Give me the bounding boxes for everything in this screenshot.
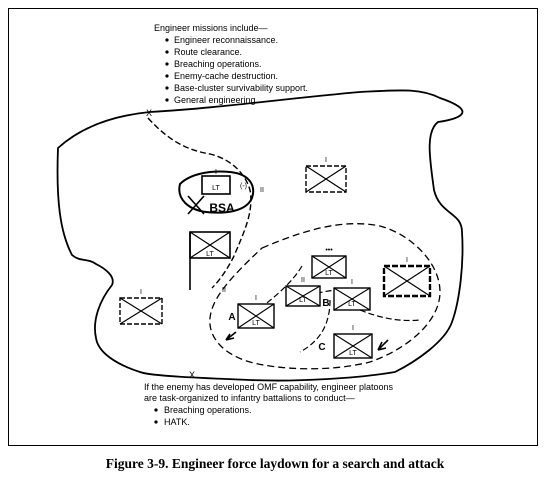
bullet <box>165 86 169 90</box>
company-symbol-north-cross <box>305 165 347 193</box>
company-symbol-b-cross <box>333 287 371 311</box>
figure-frame <box>8 8 538 446</box>
figure-caption: Figure 3-9. Engineer force laydown for a… <box>105 456 445 471</box>
battalion-boundary <box>147 117 252 289</box>
zone-division-2 <box>299 299 331 353</box>
bullet <box>165 74 169 78</box>
bsa-label: BSA <box>209 201 235 215</box>
objective-label-a: A <box>228 312 235 323</box>
company-b-lt: LT <box>348 301 356 308</box>
mission-item: Base-cluster survivability support. <box>174 83 308 93</box>
boundary-marker-bottom: X <box>189 370 195 380</box>
missions-heading: Engineer missions include— <box>154 23 268 33</box>
company-east-echelon: I <box>406 257 408 264</box>
battalion-echelon: II <box>301 277 305 284</box>
mission-item: Route clearance. <box>174 47 242 57</box>
mission-item: Breaching operations. <box>174 59 262 69</box>
battalion-symbol-cross <box>285 285 321 307</box>
platoon-lt: LT <box>325 270 333 277</box>
bsa-cross-mark <box>187 195 205 215</box>
omf-note-line-2: are task-organized to infantry battalion… <box>144 393 355 403</box>
bsa-engineer-lt: LT <box>212 185 220 192</box>
boundary-marker-top: X <box>146 108 152 118</box>
boundary-echelon-2: II <box>222 287 226 294</box>
company-symbol-west-cross <box>119 297 163 325</box>
company-b-echelon: I <box>351 279 353 286</box>
bullet <box>165 62 169 66</box>
company-c-lt: LT <box>349 350 357 357</box>
company-c-echelon: I <box>352 325 354 332</box>
bullet <box>154 420 158 424</box>
bsa-echelon-label: I <box>215 169 217 176</box>
bullet <box>165 38 169 42</box>
mission-item: General engineering. <box>174 95 258 105</box>
battalion-lt: LT <box>299 297 307 304</box>
missions-list: Engineer reconnaissance. Route clearance… <box>165 35 308 105</box>
company-west-echelon: I <box>140 289 142 296</box>
bullet <box>165 98 169 102</box>
objective-label-c: C <box>318 342 325 353</box>
omf-list: Breaching operations. HATK. <box>154 405 252 427</box>
boundary-echelon-1: II <box>260 187 264 194</box>
objective-label-b: B <box>322 298 329 309</box>
mission-item: Enemy-cache destruction. <box>174 71 278 81</box>
search-attack-zone <box>209 223 441 370</box>
mission-item: Engineer reconnaissance. <box>174 35 278 45</box>
zone-division-3 <box>359 309 421 322</box>
company-symbol-a-cross <box>237 303 275 329</box>
omf-item: Breaching operations. <box>164 405 252 415</box>
omf-note-line-1: If the enemy has developed OMF capabilit… <box>144 382 393 392</box>
arrow-c <box>377 339 389 351</box>
engineer-hq-cross <box>189 231 231 259</box>
company-a-echelon: I <box>255 295 257 302</box>
engineer-hq-lt: LT <box>206 251 214 258</box>
platoon-symbol-cross <box>311 255 347 279</box>
omf-item: HATK. <box>164 417 190 427</box>
bullet <box>154 408 158 412</box>
brigade-area-outline <box>56 89 464 382</box>
arrow-a <box>225 331 237 341</box>
platoon-echelon: ••• <box>325 247 333 254</box>
bsa-engineer-symbol <box>201 175 231 195</box>
company-symbol-c-cross <box>333 333 373 359</box>
bsa-reduced-indicator: (-) <box>240 183 247 190</box>
company-symbol-east-cross <box>383 265 431 297</box>
company-a-lt: LT <box>252 320 260 327</box>
company-north-echelon: I <box>325 157 327 164</box>
bullet <box>165 50 169 54</box>
